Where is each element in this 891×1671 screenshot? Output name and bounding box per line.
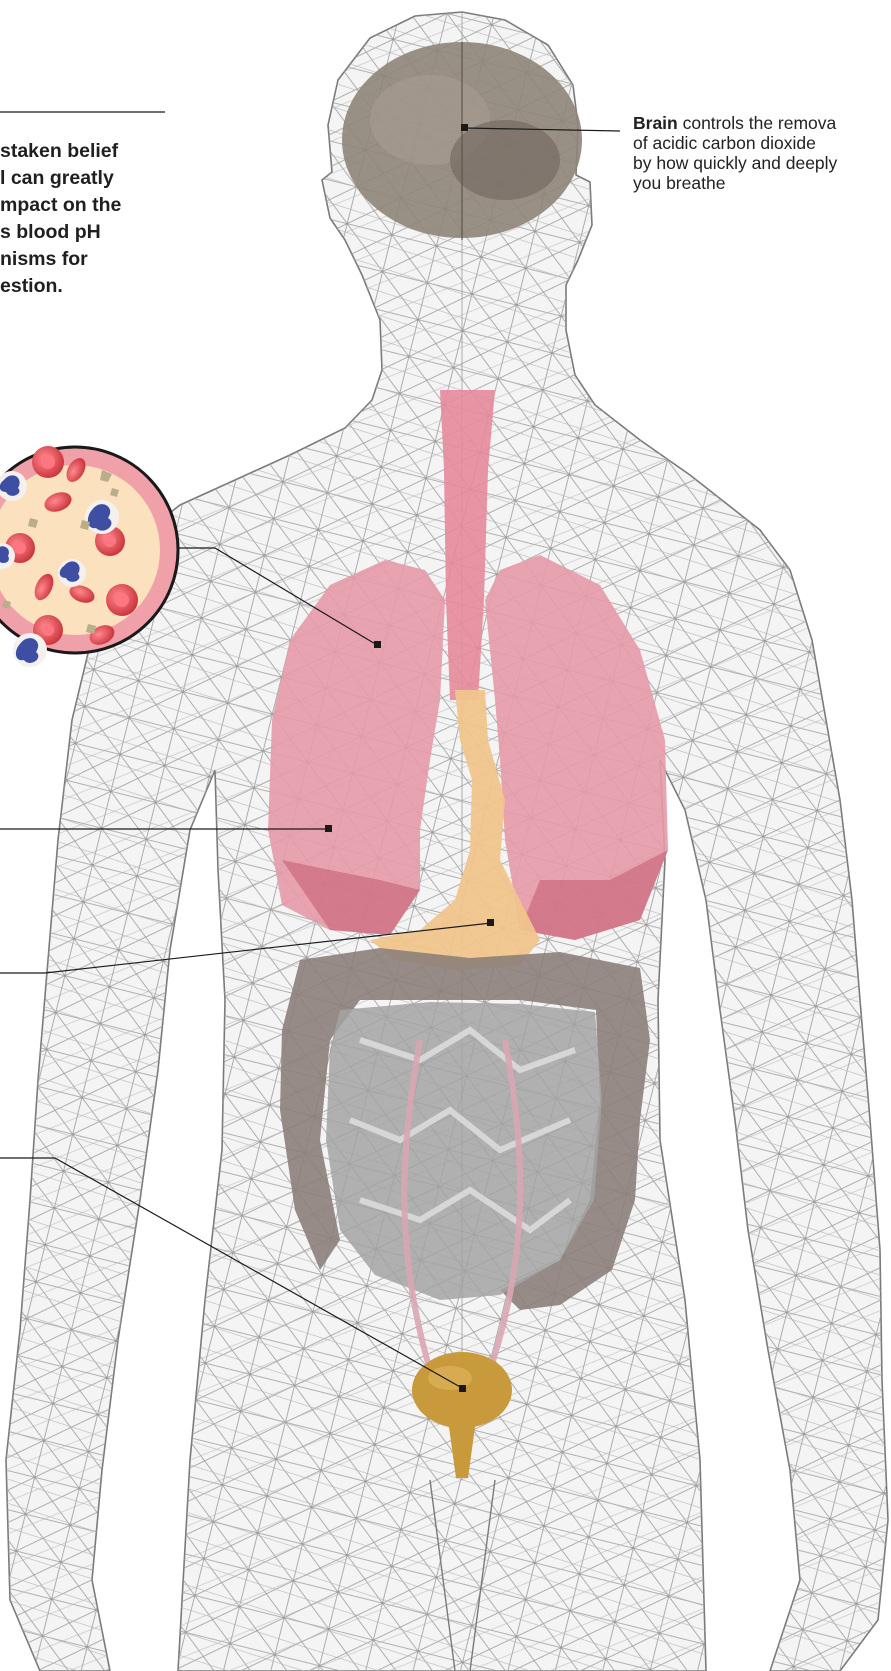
- intro-line: nisms for: [0, 246, 170, 273]
- brain-marker: [461, 124, 468, 131]
- white-blood-cell: [58, 559, 86, 587]
- intro-line: mpact on the: [0, 192, 170, 219]
- bladder-marker: [459, 1385, 466, 1392]
- red-blood-cell: [106, 584, 138, 616]
- intro-line: staken belief: [0, 138, 170, 165]
- white-blood-cell: [13, 633, 47, 667]
- intro-line: s blood pH: [0, 219, 170, 246]
- brain-callout-line: of acidic carbon dioxide: [633, 133, 891, 153]
- stomach-marker: [487, 919, 494, 926]
- brain-callout-line: you breathe: [633, 173, 891, 193]
- red-blood-cell: [32, 446, 64, 478]
- intro-paragraph: staken belief l can greatly mpact on the…: [0, 138, 170, 300]
- brain-callout-text: controls the remova: [678, 113, 837, 133]
- intro-line: l can greatly: [0, 165, 170, 192]
- lung-marker: [325, 825, 332, 832]
- brain-callout-title: Brain: [633, 113, 678, 133]
- brain-callout: Brain controls the remova of acidic carb…: [633, 113, 891, 193]
- small-intestine: [326, 1002, 602, 1300]
- white-blood-cell: [85, 500, 119, 534]
- brain-callout-line: by how quickly and deeply: [633, 153, 891, 173]
- brain-callout-line: Brain controls the remova: [633, 113, 891, 133]
- blood-marker: [374, 641, 381, 648]
- intro-line: estion.: [0, 273, 170, 300]
